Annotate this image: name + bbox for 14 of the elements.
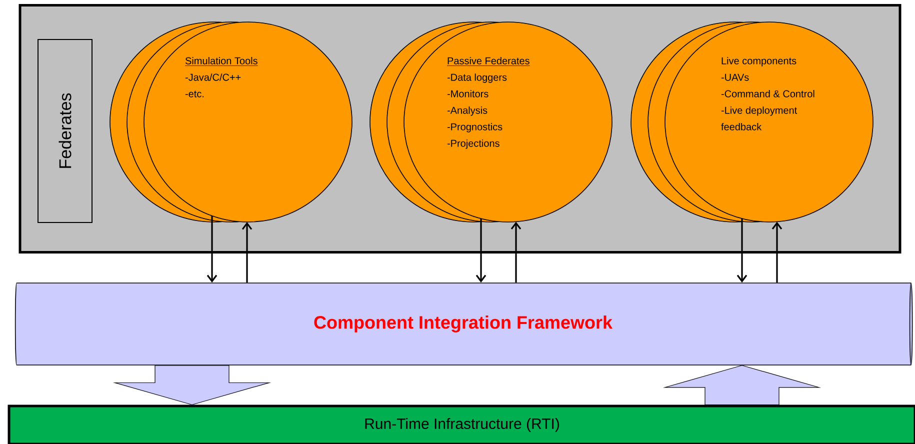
cylinder: Component Integration Framework [14,282,913,366]
label-box: Federates [38,39,93,223]
stacked-ellipses: Simulation Tools -Java/C/C++ -etc. [110,22,352,222]
block-arrow [662,365,822,406]
block-arrow [112,365,272,406]
stacked-ellipses: Live components -UAVs -Command & Control -Live deployment feedback [630,22,874,222]
arrow [772,222,782,283]
arrow [476,218,486,283]
stacked-ellipses: Passive Federates -Data loggers -Monitors -Analysis -Prognostics -Projections [370,22,612,222]
arrow [510,222,522,283]
arrow [242,222,252,283]
bar: Run-Time Infrastructure (RTI) [8,404,915,444]
arrow [736,218,748,283]
arrow [206,216,218,283]
